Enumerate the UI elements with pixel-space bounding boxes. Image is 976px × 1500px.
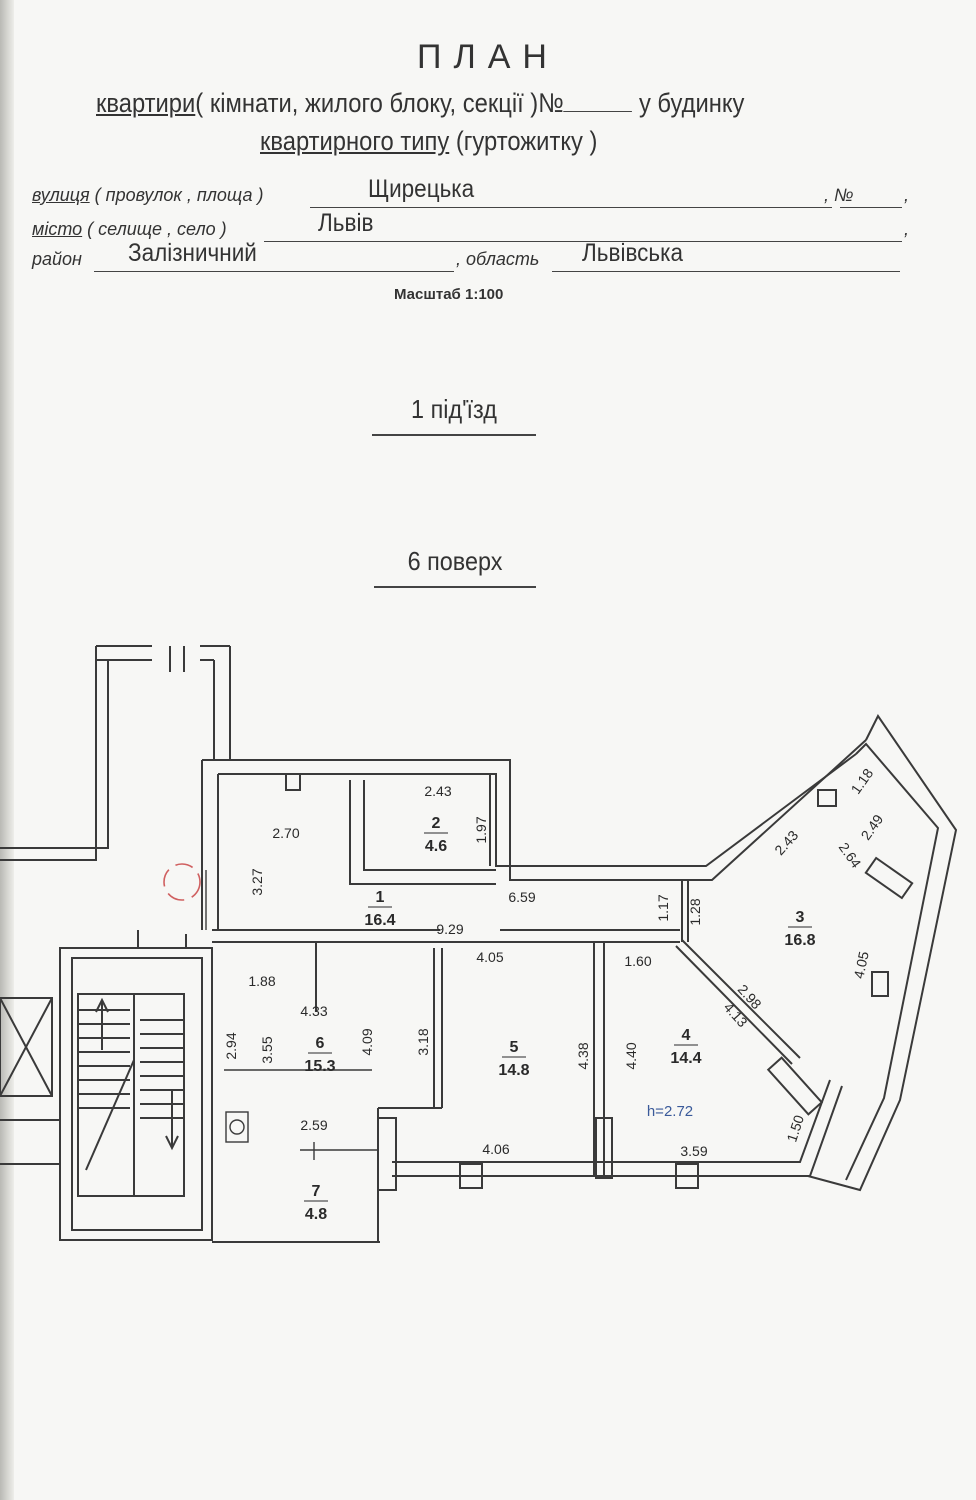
district-row: район Залізничний , область Львівська <box>32 239 912 272</box>
street-row: вулиця ( провулок , площа ) Щирецька , №… <box>32 175 912 208</box>
room-3-area: 16.8 <box>784 932 815 949</box>
dim-1-28: 1.28 <box>687 898 703 925</box>
city-label: місто ( селище , село ) <box>32 219 227 239</box>
room-6-area: 15.3 <box>304 1058 335 1075</box>
dim-1-17: 1.17 <box>655 894 671 921</box>
dim-2-59: 2.59 <box>300 1117 327 1133</box>
room-labels: 1 16.4 2 4.6 3 16.8 4 14.4 5 14.8 6 15.3… <box>304 815 816 1223</box>
dim-2-43-diag: 2.43 <box>771 827 801 858</box>
dim-2-49: 2.49 <box>858 811 887 843</box>
district-label: район <box>32 249 82 269</box>
dim-1-60: 1.60 <box>624 953 651 969</box>
floor-heading: 6 поверх <box>407 546 503 576</box>
dim-4-06: 4.06 <box>482 1141 509 1157</box>
dim-4-38: 4.38 <box>575 1042 591 1069</box>
redacted-number <box>563 111 633 112</box>
dim-3-27: 3.27 <box>249 868 265 895</box>
room-3-number: 3 <box>796 909 805 926</box>
room-7-number: 7 <box>312 1183 321 1200</box>
dim-2-43-top: 2.43 <box>424 783 451 799</box>
walls <box>0 645 958 1243</box>
city-value: Львів <box>318 209 374 237</box>
room-7-area: 4.8 <box>305 1206 327 1223</box>
district-value: Залізничний <box>128 239 257 267</box>
dim-1-18: 1.18 <box>848 765 877 797</box>
subtitle-in-building: у будинку <box>632 88 745 118</box>
ceiling-height-label: h=2.72 <box>647 1103 693 1120</box>
street-value: Щирецька <box>368 175 475 203</box>
subtitle-line-1: квартири( кімнати, жилого блоку, секції … <box>96 88 744 119</box>
dim-2-64: 2.64 <box>836 839 865 871</box>
dim-4-40: 4.40 <box>623 1042 639 1069</box>
dim-3-18: 3.18 <box>415 1028 431 1055</box>
dim-4-09: 4.09 <box>359 1028 375 1055</box>
region-value: Львівська <box>582 239 683 267</box>
subtitle-room-types: ( кімнати, жилого блоку, секції )№ <box>195 88 564 118</box>
scale-label: Масштаб 1:100 <box>394 286 504 303</box>
dim-1-97: 1.97 <box>473 816 489 843</box>
room-1-area: 16.4 <box>364 912 395 929</box>
street-label: вулиця ( провулок , площа ) <box>32 185 264 205</box>
room-2-number: 2 <box>432 815 441 832</box>
dim-4-05-right: 4.05 <box>850 950 871 980</box>
dim-4-33: 4.33 <box>300 1003 327 1019</box>
region-label: , область <box>456 249 540 269</box>
room-5-number: 5 <box>510 1039 519 1056</box>
room-4-area: 14.4 <box>670 1050 701 1067</box>
region-underline <box>552 271 900 272</box>
number-label: , № <box>824 185 854 205</box>
dim-4-05-mid: 4.05 <box>476 949 503 965</box>
room-2-area: 4.6 <box>425 838 447 855</box>
subtitle-apartment: квартири <box>96 88 196 118</box>
dim-1-88: 1.88 <box>248 973 275 989</box>
scanned-page-edge <box>0 0 14 1500</box>
dim-3-55: 3.55 <box>259 1036 275 1063</box>
dim-2-94: 2.94 <box>223 1032 239 1059</box>
door-markers <box>205 870 378 1160</box>
dim-9-29: 9.29 <box>436 921 463 937</box>
document-title: ПЛАН <box>417 38 559 76</box>
district-underline <box>94 271 454 272</box>
subtitle-line-2: квартирного типу (гуртожитку ) <box>260 126 597 157</box>
dim-3-59: 3.59 <box>680 1143 707 1159</box>
floor-rule <box>374 586 536 588</box>
entrance-rule <box>372 434 536 436</box>
room-5-area: 14.8 <box>498 1062 529 1079</box>
room-1-number: 1 <box>376 889 385 906</box>
dim-6-59: 6.59 <box>508 889 535 905</box>
dimension-labels: 2.43 1.97 2.70 3.27 6.59 9.29 1.17 1.28 … <box>223 765 886 1159</box>
number-underline <box>840 207 902 208</box>
room-4-number: 4 <box>682 1027 691 1044</box>
dim-2-70: 2.70 <box>272 825 299 841</box>
subtitle-apartment-type: квартирного типу <box>260 126 450 156</box>
street-underline <box>310 207 832 208</box>
city-row: місто ( селище , село ) Львів , <box>32 209 912 242</box>
entrance-heading: 1 під'їзд <box>411 394 497 424</box>
dim-1-50: 1.50 <box>783 1113 807 1144</box>
room-6-number: 6 <box>316 1035 325 1052</box>
stamp-mark <box>163 863 201 901</box>
city-underline <box>264 241 902 242</box>
subtitle-dormitory: (гуртожитку ) <box>449 126 598 156</box>
